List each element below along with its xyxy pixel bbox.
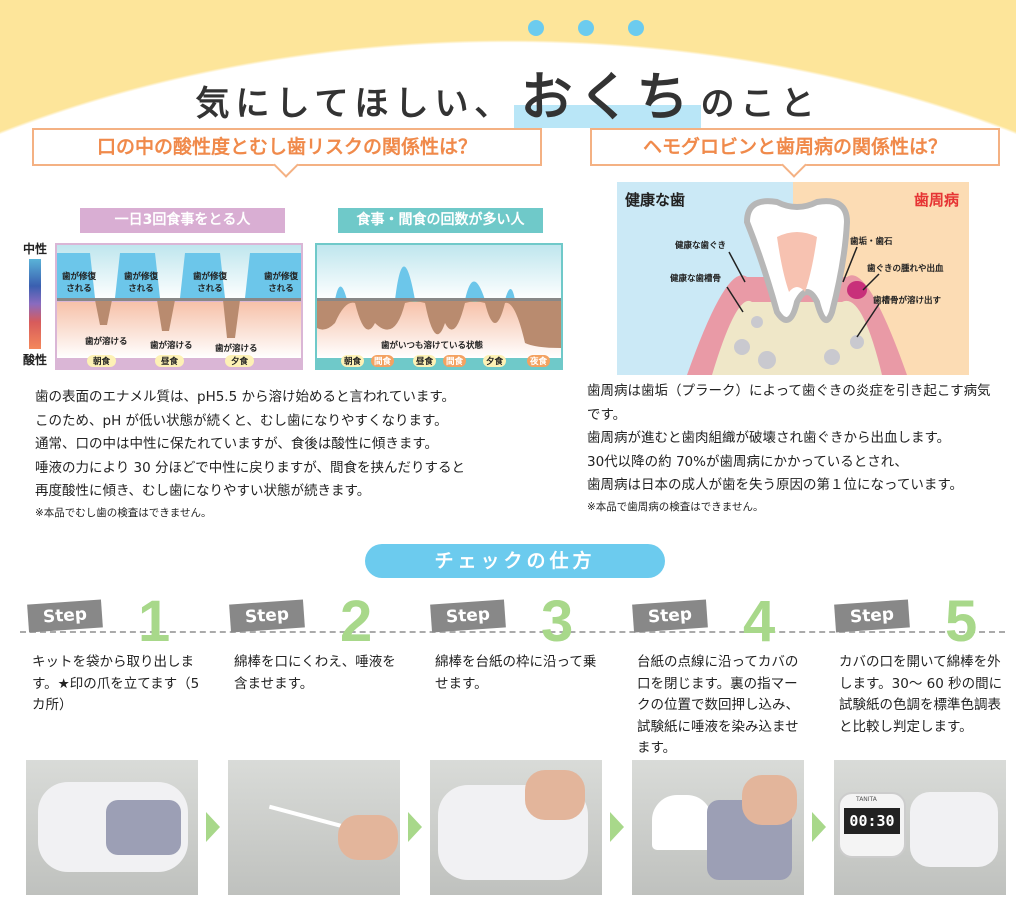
decor-dots (528, 20, 644, 36)
ph-scale: 中性 酸性 (22, 242, 47, 367)
label-always-melt: 歯がいつも溶けている状態 (381, 341, 484, 351)
acidity-description: 歯の表面のエナメル質は、pH5.5 から溶け始めると言われています。 このため、… (35, 386, 465, 522)
chart2-title: 食事・間食の回数が多い人 (338, 208, 543, 233)
step-3-photo (430, 760, 602, 895)
page-title: 気にしてほしい、おくちのこと (195, 68, 821, 128)
timer-display: 00:30 (844, 808, 900, 834)
arrow-icon (812, 812, 826, 842)
periodontal-heading: ヘモグロビンと歯周病の関係性は？ (590, 128, 1000, 166)
divider (20, 631, 1005, 633)
acidity-note: ※本品でむし歯の検査はできません。 (35, 506, 212, 519)
step-1-photo (26, 760, 198, 895)
step-5-photo: 00:30 TANITA (834, 760, 1006, 895)
acidity-heading: 口の中の酸性度とむし歯リスクの関係性は？ (32, 128, 542, 166)
chart-three-meals (55, 243, 303, 370)
label-melt: 歯が溶ける (85, 337, 128, 347)
step-2-photo (228, 760, 400, 895)
periodontal-note: ※本品で歯周病の検査はできません。 (587, 500, 764, 513)
periodontal-description: 歯周病は歯垢（プラーク）によって歯ぐきの炎症を引き起こす病気 です。 歯周病が進… (587, 380, 991, 516)
tooth-diagram (617, 182, 969, 375)
arrow-icon (610, 812, 624, 842)
chart-frequent-snacks (315, 243, 563, 370)
title-highlight: おくち (514, 68, 701, 128)
arrow-icon (408, 812, 422, 842)
chart1-title: 一日3回食事をとる人 (80, 208, 285, 233)
label-periodontal: 歯周病 (913, 191, 959, 209)
arrow-icon (206, 812, 220, 842)
step-4-photo (632, 760, 804, 895)
label-repair: 歯が修復される (61, 272, 96, 294)
check-method-heading: チェックの仕方 (365, 544, 665, 578)
label-healthy-tooth: 健康な歯 (625, 191, 686, 209)
